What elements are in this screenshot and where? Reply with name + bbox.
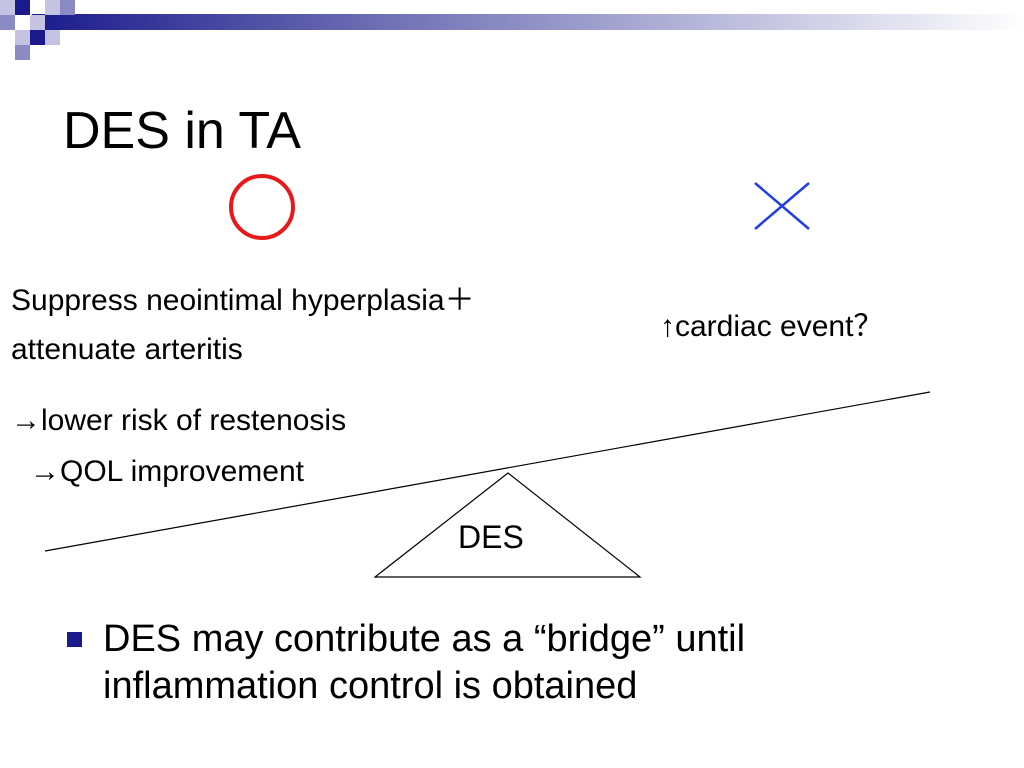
header-square [30, 30, 45, 45]
header-square [30, 15, 45, 30]
outcome-text-line: →QOL improvement [30, 455, 304, 488]
benefit-text-line: attenuate arteritis [11, 333, 243, 366]
fulcrum-triangle [373, 472, 642, 578]
blue-cross-icon [754, 182, 810, 230]
header-square [45, 30, 60, 45]
header-square [45, 0, 60, 15]
header-square [0, 15, 15, 30]
outcome-text-line: →lower risk of restenosis [11, 404, 347, 437]
header-square [0, 0, 15, 15]
header-square [15, 45, 30, 60]
square-bullet-icon [67, 632, 82, 647]
slide-title: DES in TA [63, 102, 301, 160]
header-square [15, 30, 30, 45]
header-decoration [0, 0, 1024, 60]
header-square [60, 0, 75, 15]
risk-text-line: ↑cardiac event？ [660, 310, 884, 343]
balance-beam [44, 391, 931, 552]
header-gradient-band [32, 14, 1024, 30]
header-square [15, 0, 30, 15]
benefit-text-line: Suppress neointimal hyperplasia＋ [11, 284, 475, 317]
fulcrum-label: DES [458, 519, 524, 555]
bullet-text: DES may contribute as a “bridge” until i… [103, 618, 746, 707]
red-circle-icon [229, 174, 295, 240]
